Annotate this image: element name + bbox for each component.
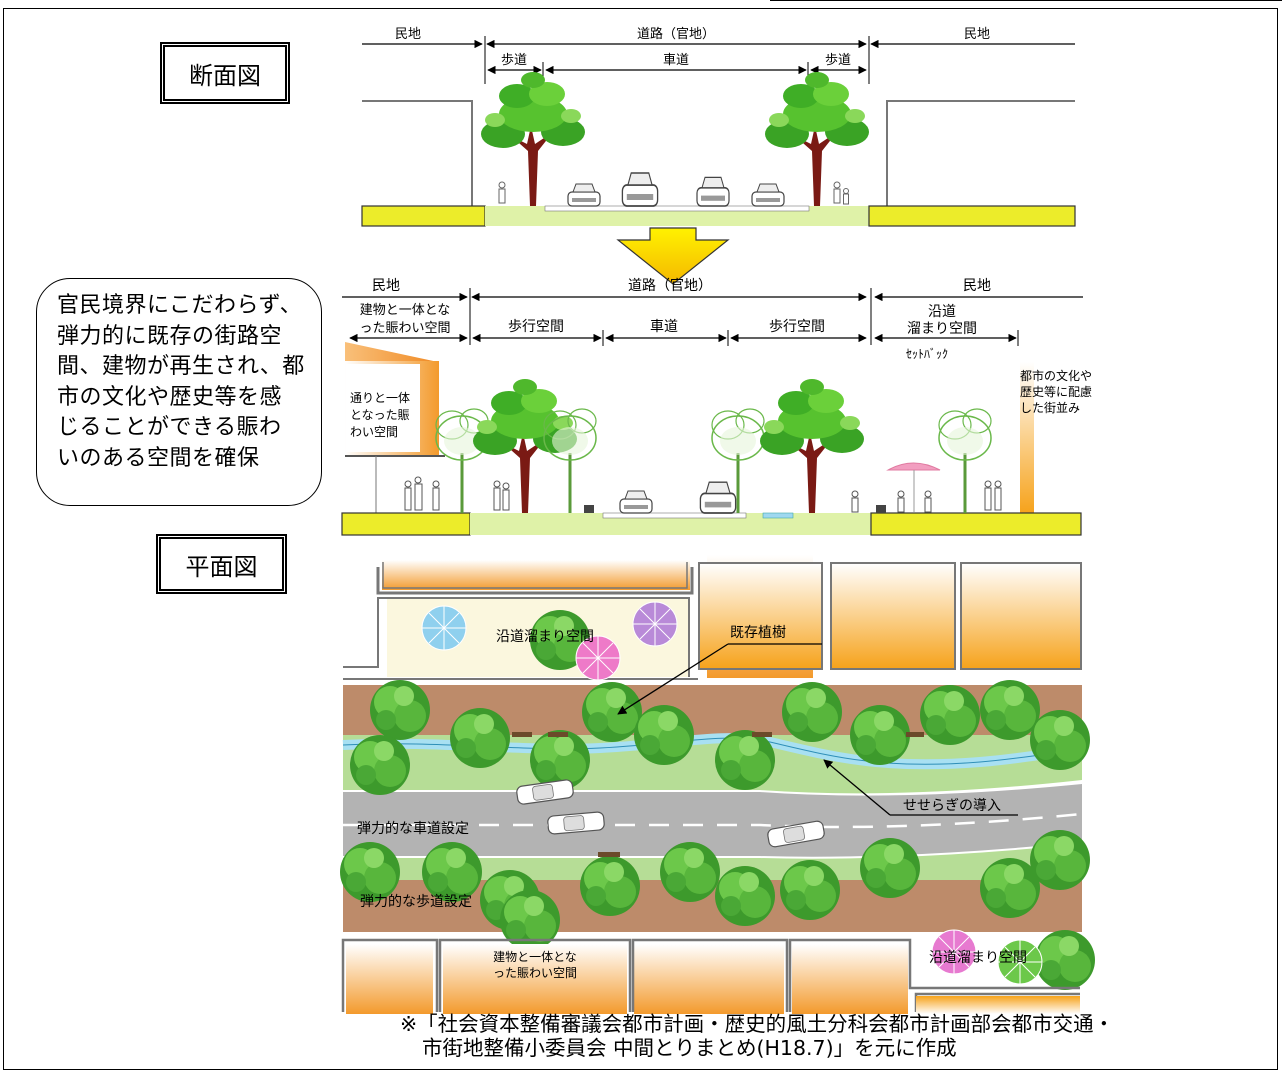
callout-line-2: 弾力的に既存の街路空 (57, 323, 283, 349)
townscape-line1: 都市の文化や (1020, 368, 1092, 383)
source-note: ※「社会資本整備審議会都市計画・歴史的風土分科会都市計画部会都市交通・ 市街地整… (400, 1012, 1114, 1060)
top-label-carriageway: 車道 (663, 53, 689, 68)
plan-label-roadside-top: 沿道溜まり空間 (496, 629, 594, 645)
transition-arrow (616, 227, 730, 285)
top-rule (770, 0, 1282, 1)
callout-line-3: 間、建物が再生され、都 (57, 354, 305, 379)
top-label-private-left: 民地 (395, 27, 421, 42)
source-note-line-2: 市街地整備小委員会 中間とりまとめ(H18.7)」を元に作成 (422, 1036, 957, 1060)
plan-label-roadside-bottom: 沿道溜まり空間 (929, 950, 1027, 966)
bottom-label-private-right: 民地 (963, 278, 991, 294)
section-heading: 断面図 (160, 42, 290, 104)
dimension-labels: 民地 道路（官地） 民地 歩道 車道 歩道 民地 道路（官地） 民地 建物と一体… (350, 26, 1092, 439)
plan-label-existing-trees: 既存植樹 (730, 625, 786, 641)
plan-label-flex-sidewalk: 弾力的な歩道設定 (360, 894, 472, 910)
bottom-label-setback: ｾｯﾄﾊﾞｯｸ (906, 347, 948, 361)
street-bustle-line2: となった賑 (350, 408, 410, 422)
bottom-label-bustle-line1: 建物と一体とな (360, 303, 451, 318)
callout-line-4: 市の文化や歴史等を感 (57, 384, 283, 410)
bottom-label-walk-left: 歩行空間 (508, 319, 564, 335)
top-cross-section (361, 36, 1076, 227)
bottom-label-carriageway: 車道 (650, 318, 678, 335)
townscape-line3: した街並み (1020, 401, 1080, 415)
callout-line-5: じることができる賑わ (57, 415, 282, 440)
top-label-private-right: 民地 (964, 27, 990, 42)
bottom-label-walk-right: 歩行空間 (769, 319, 825, 335)
plan-label-flex-carriageway: 弾力的な車道設定 (357, 820, 469, 837)
bottom-label-bustle-line2: った賑わい空間 (359, 321, 450, 336)
plan-heading: 平面図 (156, 534, 287, 594)
bottom-label-road: 道路（官地） (628, 278, 712, 294)
plan-label-bustle-line2: った賑わい空間 (493, 966, 577, 980)
figure-frame (3, 8, 1278, 1070)
plan-label-stream: せせらぎの導入 (903, 798, 1001, 814)
plan-label-bustle-line1: 建物と一体とな (493, 950, 577, 964)
callout-line-1: 官民境界にこだわらず、 (57, 293, 303, 318)
top-label-road: 道路（官地） (637, 26, 715, 42)
source-note-line-1: ※「社会資本整備審議会都市計画・歴史的風土分科会都市計画部会都市交通・ (400, 1012, 1115, 1036)
callout-box: 官民境界にこだわらず、 弾力的に既存の街路空 間、建物が再生され、都 市の文化や… (36, 278, 322, 506)
top-label-sidewalk-left: 歩道 (501, 53, 527, 68)
townscape-line2: 歴史等に配慮 (1020, 385, 1092, 399)
bottom-label-roadside-line1: 沿道 (928, 304, 956, 320)
plan-labels: 沿道溜まり空間 既存植樹 せせらぎの導入 弾力的な車道設定 弾力的な歩道設定 建… (357, 625, 1027, 980)
bottom-label-private-left: 民地 (372, 278, 400, 294)
street-bustle-line3: わい空間 (350, 425, 398, 439)
bottom-label-roadside-line2: 溜まり空間 (907, 321, 977, 337)
plan-view (340, 555, 1095, 1014)
bottom-cross-section (341, 288, 1083, 536)
top-label-sidewalk-right: 歩道 (825, 53, 851, 68)
callout-line-6: いのある空間を確保 (57, 445, 260, 471)
street-bustle-line1: 通りと一体 (350, 391, 410, 405)
